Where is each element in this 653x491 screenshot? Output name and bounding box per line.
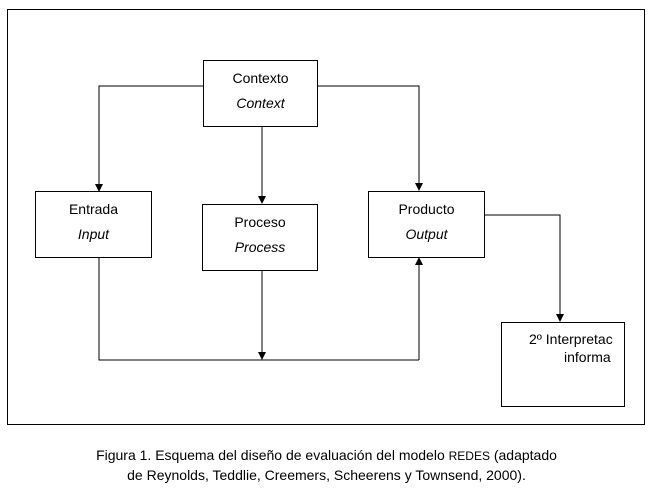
input-label: Entrada (68, 201, 119, 217)
interpretation-label-line2: informa (564, 349, 611, 365)
caption-line-2: de Reynolds, Teddlie, Creemers, Scheeren… (127, 467, 526, 483)
caption-text-2: (adaptado (489, 447, 557, 463)
caption-line-1: Figura 1. Esquema del diseño de evaluaci… (0, 446, 653, 466)
input-label-english: Input (77, 226, 110, 242)
process-label-english: Process (234, 239, 286, 255)
output-label-english: Output (405, 226, 448, 242)
process-label: Proceso (234, 214, 286, 230)
output-box: Producto Output (368, 191, 485, 258)
caption-text-1: Figura 1. Esquema del diseño de evaluaci… (96, 447, 449, 463)
figure-caption: Figura 1. Esquema del diseño de evaluaci… (0, 446, 653, 485)
arrow-output-to-interpretation (485, 214, 564, 322)
interpretation-box: 2º Interpretac informa (501, 322, 625, 407)
input-box: Entrada Input (35, 191, 152, 258)
arrow-context-to-output (318, 85, 423, 191)
context-label: Contexto (232, 70, 289, 86)
context-label-english: Context (236, 95, 285, 111)
arrow-context-to-input (95, 85, 203, 192)
output-label: Producto (398, 201, 455, 217)
interpretation-label: 2º Interpretac (529, 331, 613, 347)
figure-frame (7, 9, 645, 425)
line-input-to-bottom (98, 257, 419, 361)
process-box: Proceso Process (202, 204, 318, 271)
caption-model-name: REDES (448, 449, 490, 463)
context-box: Contexto Context (203, 60, 318, 127)
